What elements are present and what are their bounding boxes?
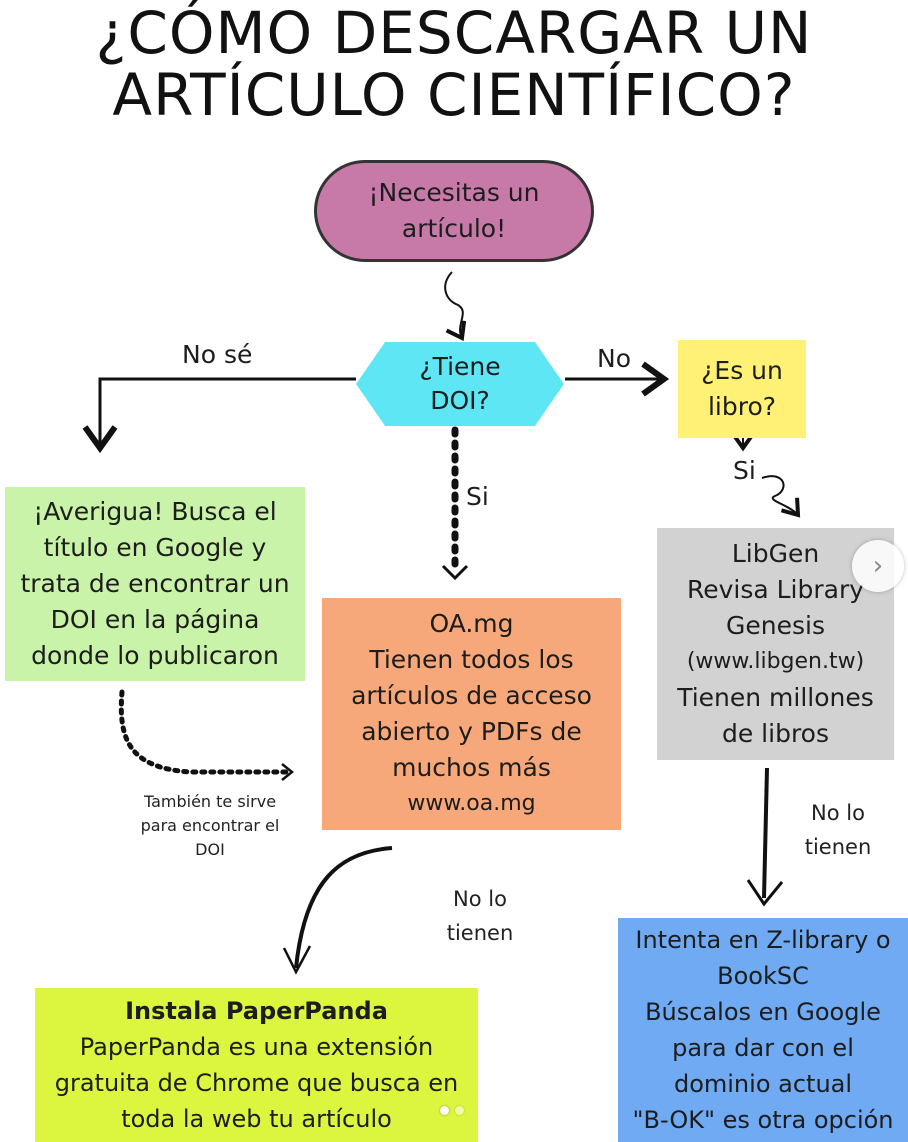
- zlibrary-line: BookSC: [717, 962, 809, 990]
- start-node: ¡Necesitas un artículo!: [314, 160, 594, 262]
- book-question: ¿Es un libro?: [678, 340, 806, 438]
- no-lo-tienen-line-1: No lo: [453, 887, 507, 911]
- start-line-1: ¡Necesitas un: [368, 178, 540, 207]
- arrow-si-curl: [761, 475, 801, 518]
- tambien-note: También te sirve para encontrar el DOI: [120, 790, 300, 862]
- oamg-line: muchos más: [392, 753, 551, 782]
- averigua-line: DOI en la página: [50, 605, 260, 634]
- carousel-dot-active[interactable]: [440, 1106, 449, 1115]
- tambien-line: También te sirve: [143, 792, 277, 811]
- paperpanda-line: gratuita de Chrome que busca en: [54, 1069, 459, 1097]
- libgen-line: LibGen: [731, 539, 820, 568]
- book-line-1: ¿Es un: [701, 356, 783, 385]
- label-no-se: No sé: [182, 340, 253, 369]
- arrow-libgen-to-zlibrary: [762, 767, 769, 899]
- zlibrary-line: dominio actual: [673, 1070, 853, 1098]
- averigua-box: ¡Averigua! Busca el título en Google y t…: [5, 487, 305, 681]
- zlibrary-line: Búscalos en Google: [645, 998, 881, 1026]
- carousel-dot[interactable]: [455, 1106, 464, 1115]
- libgen-line: Revisa Library: [686, 575, 865, 604]
- arrow-oamg-to-paperpanda: [294, 846, 393, 969]
- oamg-line: OA.mg: [429, 609, 514, 638]
- libgen-line: Tienen millones: [677, 683, 874, 712]
- averigua-line: título en Google y: [43, 533, 267, 562]
- label-si-center: Si: [466, 482, 489, 511]
- libgen-line: de libros: [721, 719, 829, 748]
- arrow-nose: [82, 377, 356, 454]
- paperpanda-box: Instala PaperPanda PaperPanda es una ext…: [35, 988, 478, 1142]
- averigua-line: donde lo publicaron: [31, 641, 279, 670]
- label-no: No: [597, 344, 631, 373]
- doi-line-2: DOI?: [430, 386, 490, 415]
- arrow-start-to-doi: [444, 271, 467, 342]
- zlibrary-box: Intenta en Z-library o BookSC Búscalos e…: [618, 918, 908, 1142]
- libgen-line: Genesis: [726, 611, 825, 640]
- page-title: ¿CÓMO DESCARGAR UN ARTÍCULO CIENTÍFICO?: [0, 2, 908, 126]
- carousel-dots: [440, 1106, 464, 1115]
- arrow-averigua-to-oamg: [118, 689, 291, 775]
- averigua-line: ¡Averigua! Busca el: [33, 497, 277, 526]
- paperpanda-line: toda la web tu artículo: [121, 1105, 392, 1133]
- no-lo-tienen-line-2: tienen: [804, 835, 872, 859]
- zlibrary-line: Intenta en Z-library o: [635, 926, 891, 954]
- zlibrary-line: para dar con el: [672, 1034, 854, 1062]
- oamg-url: www.oa.mg: [407, 791, 536, 816]
- chevron-right-icon: ›: [872, 551, 884, 581]
- paperpanda-title: Instala PaperPanda: [125, 997, 388, 1025]
- title-line-1: ¿CÓMO DESCARGAR UN: [95, 0, 813, 67]
- no-lo-tienen-center: No lo tienen: [430, 882, 530, 950]
- carousel-next-button[interactable]: ›: [852, 540, 904, 592]
- label-si-right: Si: [733, 456, 756, 485]
- paperpanda-line: PaperPanda es una extensión: [79, 1033, 434, 1061]
- doi-decision: ¿Tiene DOI?: [356, 342, 564, 426]
- no-lo-tienen-right: No lo tienen: [788, 796, 888, 864]
- no-lo-tienen-line-1: No lo: [811, 801, 865, 825]
- title-line-2: ARTÍCULO CIENTÍFICO?: [112, 61, 796, 129]
- start-line-2: artículo!: [401, 214, 507, 243]
- oamg-line: abierto y PDFs de: [361, 717, 582, 746]
- no-lo-tienen-line-2: tienen: [446, 921, 514, 945]
- tambien-line: para encontrar el: [140, 816, 280, 835]
- oamg-box: OA.mg Tienen todos los artículos de acce…: [322, 598, 621, 830]
- libgen-line: (www.libgen.tw): [686, 649, 865, 674]
- oamg-line: artículos de acceso: [351, 681, 592, 710]
- book-line-2: libro?: [707, 392, 777, 421]
- zlibrary-line: "B-OK" es otra opción: [632, 1106, 894, 1134]
- averigua-line: trata de encontrar un: [20, 569, 290, 598]
- doi-line-1: ¿Tiene: [419, 352, 501, 381]
- oamg-line: Tienen todos los: [369, 645, 574, 674]
- tambien-line: DOI: [195, 840, 225, 859]
